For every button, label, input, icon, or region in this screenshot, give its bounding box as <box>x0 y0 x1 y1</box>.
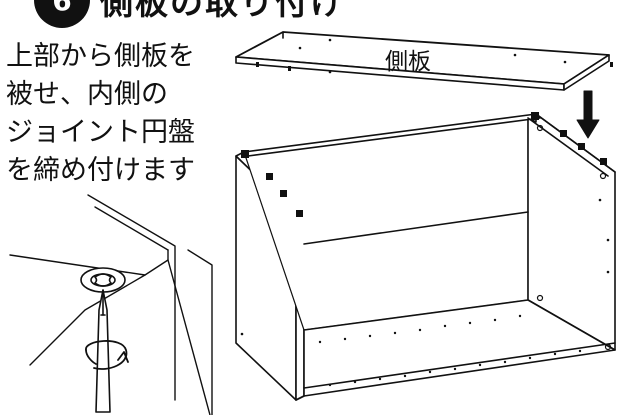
closeup-drawing <box>9 194 213 415</box>
cabinet-drawing <box>235 112 616 401</box>
down-arrow-icon <box>576 90 600 139</box>
screwdriver-icon <box>95 289 111 413</box>
joint-disc-closeup <box>80 267 126 293</box>
instruction-line: ジョイント円盤 <box>6 117 195 148</box>
joint-disc-icon <box>241 112 607 217</box>
step-heading: 6 側板の取り付け <box>0 0 345 28</box>
instruction-line: を締め付けます <box>6 155 195 186</box>
instruction-line: 上部から側板を <box>6 41 195 72</box>
side-panel-drawing <box>235 31 613 91</box>
side-panel-side-edge <box>563 54 610 91</box>
step-title: 側板の取り付け <box>100 0 345 22</box>
bottom-dots <box>240 198 610 387</box>
instruction-text: 上部から側板を 被せ、内側の ジョイント円盤 を締め付けます <box>6 38 216 190</box>
instruction-line: 被せ、内側の <box>6 79 168 110</box>
rotation-arrow-icon <box>85 340 129 370</box>
side-panel-label: 側板 <box>385 49 431 75</box>
cabinet-bottom-panel <box>303 299 616 397</box>
